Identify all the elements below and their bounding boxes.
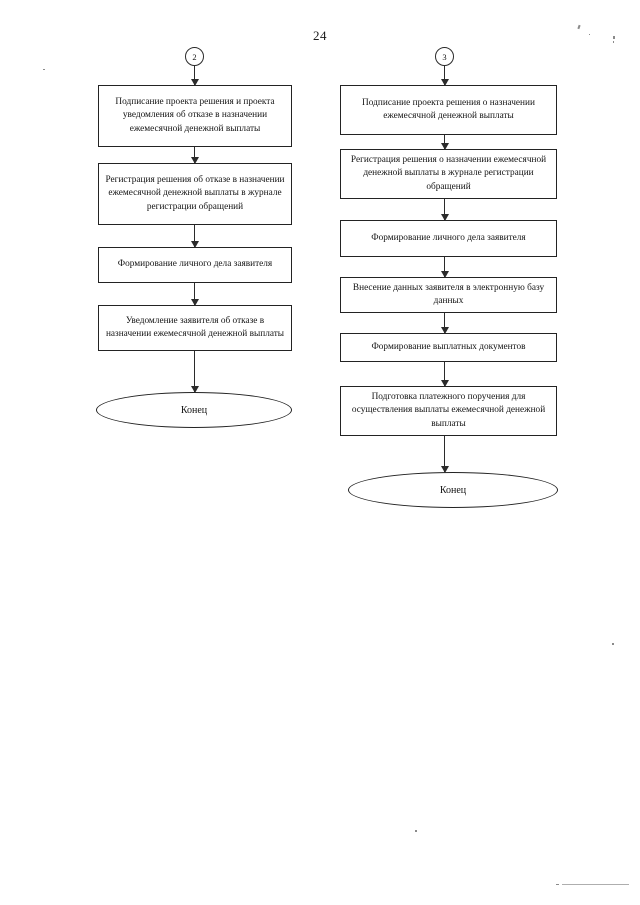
- arrow-right-connector-to-node1: [440, 66, 449, 86]
- arrow-right-node6-to-end: [440, 436, 449, 473]
- scan-speck: [612, 643, 614, 645]
- left-node-2-label: Регистрация решения об отказе в назначен…: [105, 175, 285, 212]
- right-node-1-label: Подписание проекта решения о назначении …: [362, 97, 535, 121]
- arrow-left-node2-to-node3: [190, 225, 199, 248]
- right-node-3-label: Формирование личного дела заявителя: [371, 232, 526, 243]
- scan-line-artifact: [562, 884, 629, 885]
- connector-2: 2: [185, 47, 204, 66]
- right-node-4: Внесение данных заявителя в электронную …: [340, 277, 557, 313]
- arrow-left-node4-to-end: [190, 351, 199, 393]
- scan-speck: [43, 69, 45, 70]
- scan-speck: [613, 36, 615, 39]
- right-node-6: Подготовка платежного поручения для осущ…: [340, 386, 557, 436]
- scan-speck: [613, 41, 614, 43]
- right-node-5: Формирование выплатных документов: [340, 333, 557, 362]
- right-node-3: Формирование личного дела заявителя: [340, 220, 557, 257]
- right-node-1: Подписание проекта решения о назначении …: [340, 85, 557, 135]
- left-node-2: Регистрация решения об отказе в назначен…: [98, 163, 292, 225]
- arrow-left-node1-to-node2: [190, 147, 199, 164]
- left-terminator-end: Конец: [96, 392, 292, 428]
- right-node-5-label: Формирование выплатных документов: [371, 341, 526, 352]
- arrow-right-node1-to-node2: [440, 135, 449, 150]
- left-node-4-label: Уведомление заявителя об отказе в назнач…: [105, 315, 285, 339]
- arrow-right-node5-to-node6: [440, 362, 449, 387]
- arrow-left-node3-to-node4: [190, 283, 199, 306]
- left-terminator-label: Конец: [180, 404, 208, 416]
- arrow-right-node4-to-node5: [440, 313, 449, 334]
- connector-3-label: 3: [442, 51, 447, 62]
- right-node-2: Регистрация решения о назначении ежемеся…: [340, 149, 557, 199]
- right-node-6-label: Подготовка платежного поручения для осущ…: [351, 392, 546, 429]
- right-node-4-label: Внесение данных заявителя в электронную …: [352, 282, 545, 306]
- scan-speck: [589, 34, 590, 35]
- arrow-left-connector-to-node1: [190, 66, 199, 86]
- page-number: 24: [313, 28, 327, 43]
- arrow-right-node2-to-node3: [440, 199, 449, 221]
- scan-speck: [556, 884, 559, 885]
- right-terminator-label: Конец: [439, 484, 467, 496]
- left-node-1: Подписание проекта решения и проекта уве…: [98, 85, 292, 147]
- scan-speck: [415, 830, 417, 832]
- arrow-right-node3-to-node4: [440, 257, 449, 278]
- left-node-3: Формирование личного дела заявителя: [98, 247, 292, 283]
- left-node-3-label: Формирование личного дела заявителя: [117, 259, 273, 270]
- left-node-4: Уведомление заявителя об отказе в назнач…: [98, 305, 292, 351]
- right-node-2-label: Регистрация решения о назначении ежемеся…: [350, 155, 547, 192]
- right-terminator-end: Конец: [348, 472, 558, 508]
- left-node-1-label: Подписание проекта решения и проекта уве…: [115, 97, 275, 134]
- connector-3: 3: [435, 47, 454, 66]
- connector-2-label: 2: [192, 51, 197, 62]
